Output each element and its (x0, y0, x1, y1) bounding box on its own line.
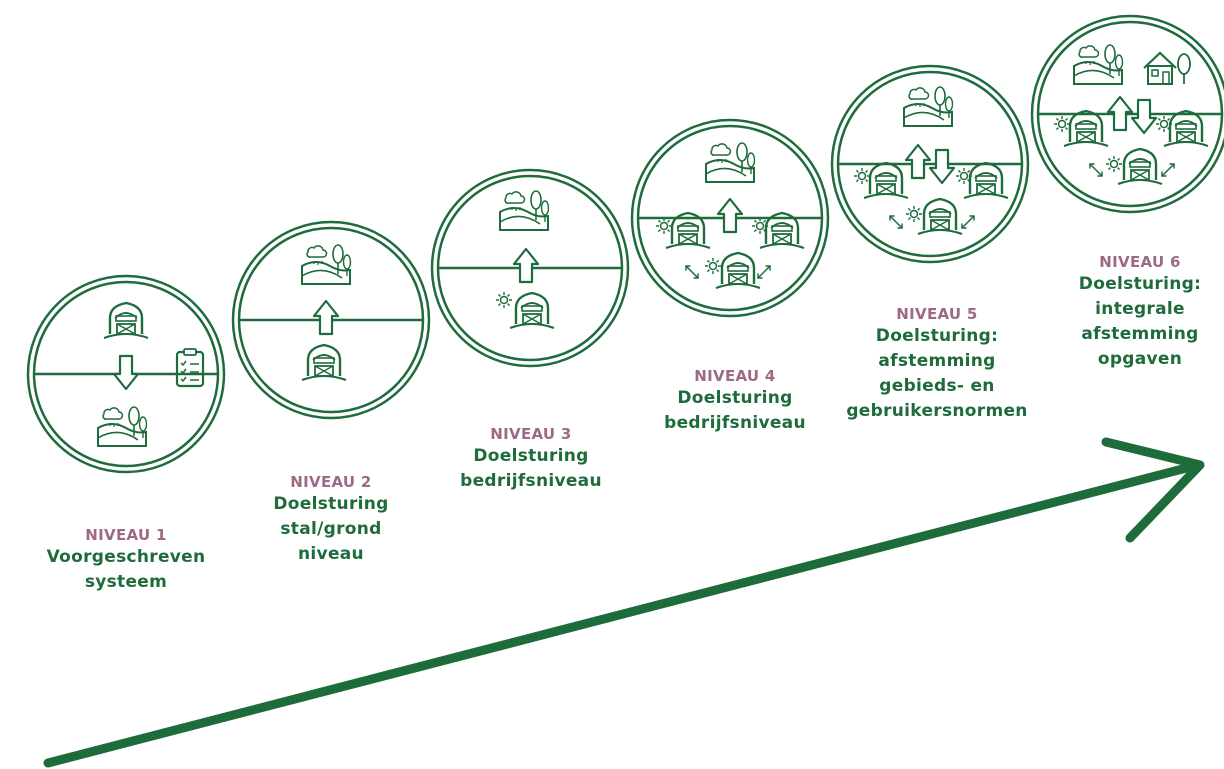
level-number: NIVEAU 5 (896, 305, 978, 323)
level-5-circle (830, 64, 1030, 264)
arrow-up-icon (716, 197, 744, 234)
landscape-icon (301, 244, 352, 285)
level-title-line: integrale (1095, 299, 1185, 319)
level-title-line: opgaven (1097, 349, 1183, 369)
level-title-line: Doelsturing: (875, 326, 999, 346)
level-title-line: Doelsturing (677, 388, 793, 408)
level-4-circle (630, 118, 830, 318)
level-number: NIVEAU 3 (490, 425, 572, 443)
landscape-icon (97, 406, 148, 447)
arrow-up-icon (312, 299, 340, 336)
level-title-line: Doelsturing (273, 494, 389, 514)
level-number: NIVEAU 6 (1099, 253, 1181, 271)
level-2-label: NIVEAU 2 Doelsturing stal/grond niveau (273, 472, 388, 567)
level-5-label: NIVEAU 5 Doelsturing: afstemming gebieds… (846, 304, 1027, 424)
barn-sun-icon (495, 291, 556, 330)
level-title-line: gebieds- en (879, 376, 995, 396)
level-title-line: bedrijfsniveau (664, 413, 806, 433)
level-4-label: NIVEAU 4 Doelsturing bedrijfsniveau (664, 366, 806, 436)
level-title-line: afstemming (1081, 324, 1199, 344)
level-title-line: Doelsturing (473, 446, 589, 466)
level-3-label: NIVEAU 3 Doelsturing bedrijfsniveau (460, 424, 602, 494)
level-1-label: NIVEAU 1 Voorgeschreven systeem (47, 525, 206, 595)
level-title-line: systeem (84, 572, 168, 592)
exchange-arrows-icon (889, 215, 975, 229)
landscape-icon (1073, 44, 1124, 85)
barn-icon (102, 301, 150, 340)
level-title-line: niveau (298, 544, 364, 564)
level-6-circle (1030, 14, 1224, 214)
level-title-line: Voorgeschreven (46, 547, 206, 567)
level-6-label: NIVEAU 6 Doelsturing: integrale afstemmi… (1079, 252, 1201, 372)
barn-sun-icon (1053, 109, 1210, 186)
barn-sun-icon (853, 161, 1010, 236)
level-title-line: afstemming (878, 351, 996, 371)
checklist-icon (175, 347, 205, 388)
level-1-circle (26, 274, 226, 474)
level-number: NIVEAU 4 (694, 367, 776, 385)
level-number: NIVEAU 1 (85, 526, 167, 544)
level-2-circle (231, 220, 431, 420)
level-title-line: gebruikersnormen (846, 401, 1028, 421)
house-icon (1142, 51, 1192, 86)
arrow-up-icon (512, 247, 540, 284)
level-number: NIVEAU 2 (290, 473, 372, 491)
level-title-line: Doelsturing: (1078, 274, 1202, 294)
landscape-icon (499, 190, 550, 231)
arrow-down-icon (112, 354, 140, 391)
landscape-icon (903, 86, 954, 127)
level-3-circle (430, 168, 630, 368)
progress-arrow (43, 437, 1205, 768)
level-title-line: stal/grond (280, 519, 382, 539)
landscape-icon (705, 142, 756, 183)
level-title-line: bedrijfsniveau (460, 471, 602, 491)
barn-icon (300, 343, 348, 382)
